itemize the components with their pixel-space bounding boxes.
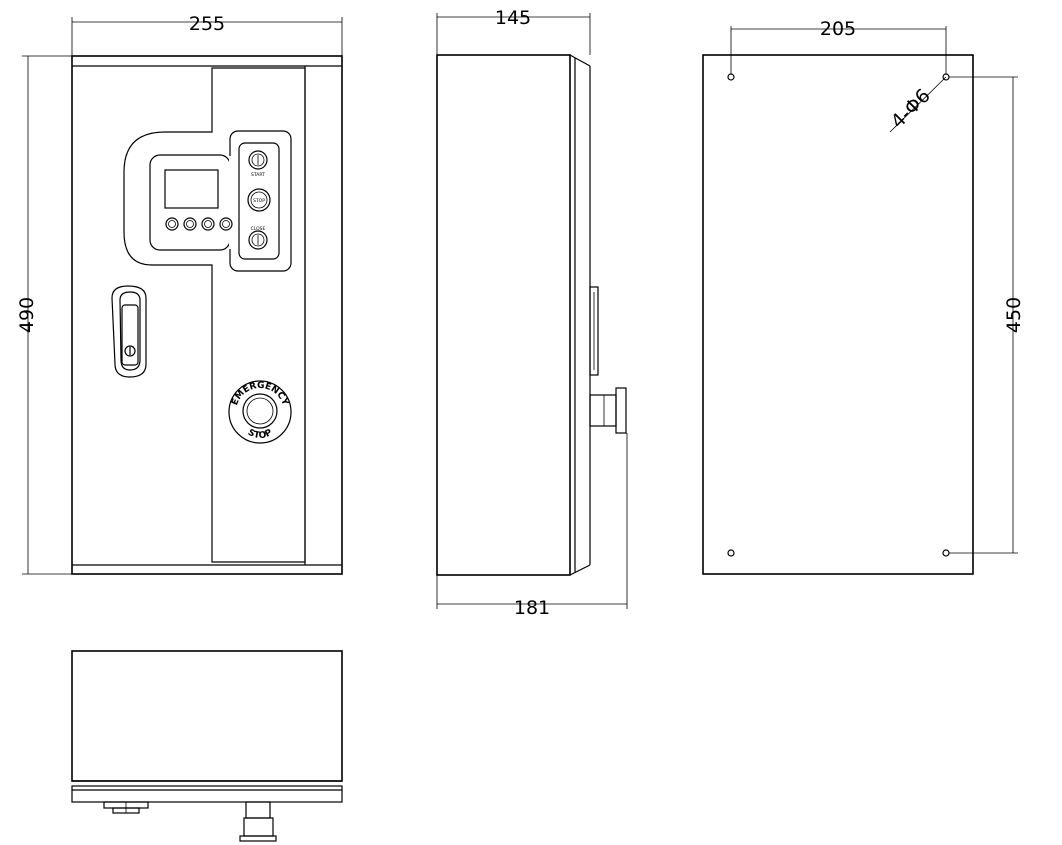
mount-hole	[727, 73, 735, 81]
front-view: START STOP CLOSE	[16, 13, 343, 575]
hole-callout: 4-Φ6	[887, 76, 947, 133]
svg-text:STOP: STOP	[246, 428, 274, 442]
close-button: CLOSE	[248, 226, 268, 250]
side-view: 145 181	[436, 7, 628, 619]
dim-side-overall: 181	[436, 433, 628, 619]
bottom-view	[71, 650, 343, 842]
emergency-stop-button: EMERGENCY STOP	[228, 380, 292, 444]
back-view: 205 450 4-Φ6	[702, 18, 1025, 575]
dim-490: 490	[16, 297, 38, 333]
dim-mount-horizontal: 205	[730, 18, 947, 74]
dim-front-height: 490	[16, 55, 72, 575]
start-button: START	[248, 150, 268, 178]
dim-side-depth: 145	[436, 7, 591, 55]
keypad-buttons	[165, 217, 233, 231]
stop-button: STOP	[247, 188, 271, 212]
dim-255: 255	[189, 13, 225, 35]
mount-hole	[727, 549, 735, 557]
dim-145: 145	[495, 7, 531, 29]
dim-450: 450	[1003, 297, 1025, 333]
hole-spec: 4-Φ6	[887, 85, 935, 133]
stop-label: STOP	[253, 198, 265, 204]
estop-bottom-label: STOP	[246, 428, 274, 442]
dim-front-width: 255	[71, 13, 343, 56]
close-label: CLOSE	[251, 226, 266, 232]
cable-gland	[103, 801, 149, 814]
mount-hole	[942, 549, 950, 557]
estop-bottom-profile	[239, 801, 277, 842]
dim-mount-vertical: 450	[949, 76, 1025, 554]
start-label: START	[251, 172, 265, 178]
display-screen	[164, 169, 219, 209]
dim-205: 205	[820, 18, 856, 40]
dim-181: 181	[514, 597, 550, 619]
door-handle	[111, 285, 147, 378]
